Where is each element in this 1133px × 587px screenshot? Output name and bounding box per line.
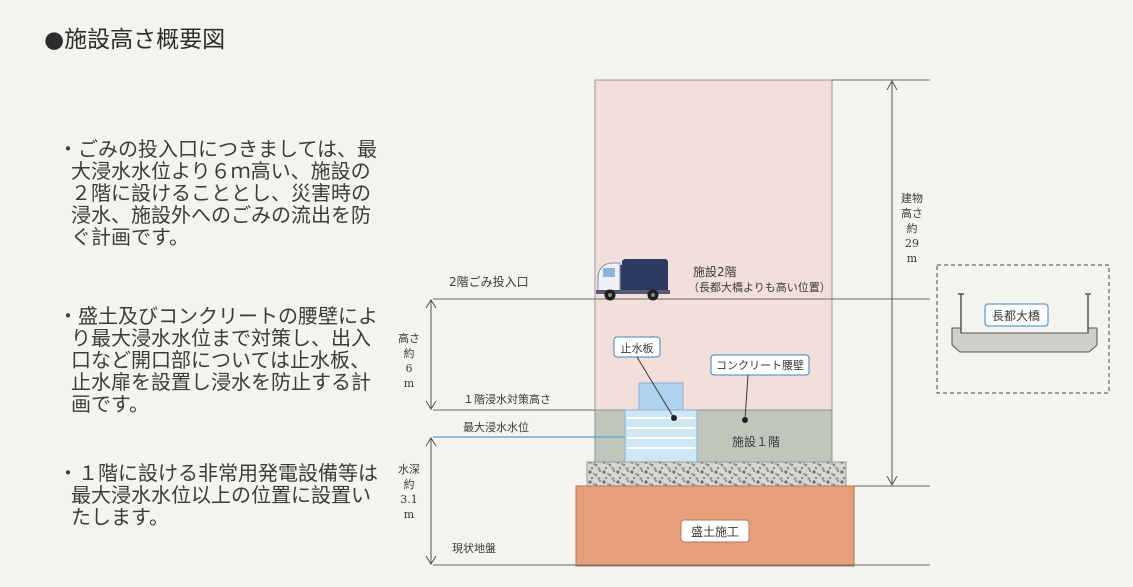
label-water-depth: 水深 約 3.1 m	[398, 463, 420, 521]
callout-stop-board-dot	[671, 415, 677, 421]
paragraph-line: 口など開口部については止水板、	[71, 348, 370, 372]
paragraph-line: 大浸水水位より６ｍ高い、施設の	[71, 159, 371, 183]
callout-concrete-wall-dot	[742, 417, 748, 423]
svg-text:m: m	[404, 377, 415, 390]
svg-text:6: 6	[406, 362, 413, 375]
label-facility-1f: 施設１階	[732, 434, 780, 449]
paragraph-generator: ・１階に設ける非常用発電設備等は 最大浸水水位以上の位置に設置い たします。	[58, 462, 378, 528]
svg-text:m: m	[907, 252, 918, 265]
callout-stop-board-leader	[636, 356, 675, 419]
svg-text:約: 約	[907, 221, 918, 235]
label-ground-level: 現状地盤	[452, 541, 496, 555]
paragraph-line: 画です。	[71, 392, 149, 416]
dimension-building-height	[886, 79, 898, 487]
page-title: ●施設高さ概要図	[44, 27, 226, 53]
label-intake-level: 2階ごみ投入口	[449, 274, 529, 289]
bridge-inset-frame	[936, 264, 1110, 394]
bridge-label-box	[984, 303, 1049, 327]
label-facility-2f-note: （長都大橋よりも高い位置）	[688, 280, 831, 294]
bridge-icon	[951, 293, 1098, 353]
paragraph-line: 止水扉を設置し浸水を防止する計	[71, 370, 371, 394]
label-stop-board: 止水板	[621, 341, 654, 355]
svg-text:約: 約	[404, 346, 415, 360]
gravel-base	[586, 461, 847, 487]
svg-text:建物: 建物	[901, 191, 923, 205]
svg-text:水深: 水深	[398, 463, 420, 476]
svg-text:m: m	[404, 508, 415, 521]
dimension-water-depth	[425, 437, 437, 565]
stop-board-slats	[627, 417, 695, 449]
svg-text:高さ: 高さ	[398, 331, 420, 345]
svg-text:3.1: 3.1	[400, 493, 418, 506]
paragraph-intake: ・ごみの投入口につきましては、最 大浸水水位より６ｍ高い、施設の ２階に設けるこ…	[58, 138, 377, 248]
dimension-safety-height	[425, 299, 437, 410]
paragraph-line: 浸水、施設外へのごみの流出を防	[71, 203, 371, 227]
paragraph-flood-measures: ・盛土及びコンクリートの腰壁によ り最大浸水水位まで対策し、出入 口など開口部に…	[58, 305, 378, 415]
paragraph-line: り最大浸水水位まで対策し、出入	[71, 326, 371, 350]
paragraph-line: ２階に設けることとし、災害時の	[71, 181, 371, 205]
callout-concrete-wall-box	[710, 354, 810, 376]
svg-text:約: 約	[404, 477, 415, 491]
label-facility-2f: 施設2階	[693, 264, 737, 279]
paragraph-line: 最大浸水水位以上の位置に設置い	[71, 483, 371, 507]
paragraph-line: ぐ計画です。	[71, 225, 189, 249]
paragraph-line: ・盛土及びコンクリートの腰壁によ	[58, 304, 378, 328]
paragraph-line: ・ごみの投入口につきましては、最	[58, 137, 377, 161]
label-flood-measure-level: １階浸水対策高さ	[463, 392, 551, 406]
paragraph-line: ・１階に設ける非常用発電設備等は	[58, 461, 378, 485]
paragraph-line: たします。	[71, 505, 169, 529]
garbage-truck-icon	[596, 259, 670, 301]
label-building-height: 建物 高さ 約 29 m	[901, 191, 923, 265]
callout-concrete-wall-leader	[744, 374, 749, 421]
label-bridge: 長都大橋	[992, 309, 1040, 323]
label-max-flood-level: 最大浸水水位	[463, 420, 529, 434]
label-embankment: 盛土施工	[691, 524, 739, 539]
svg-text:29: 29	[905, 237, 919, 250]
svg-text:高さ: 高さ	[901, 206, 923, 220]
label-safety-height: 高さ 約 6 m	[398, 331, 420, 390]
embankment-label-box	[680, 519, 750, 543]
label-concrete-wall: コンクリート腰壁	[716, 358, 804, 372]
